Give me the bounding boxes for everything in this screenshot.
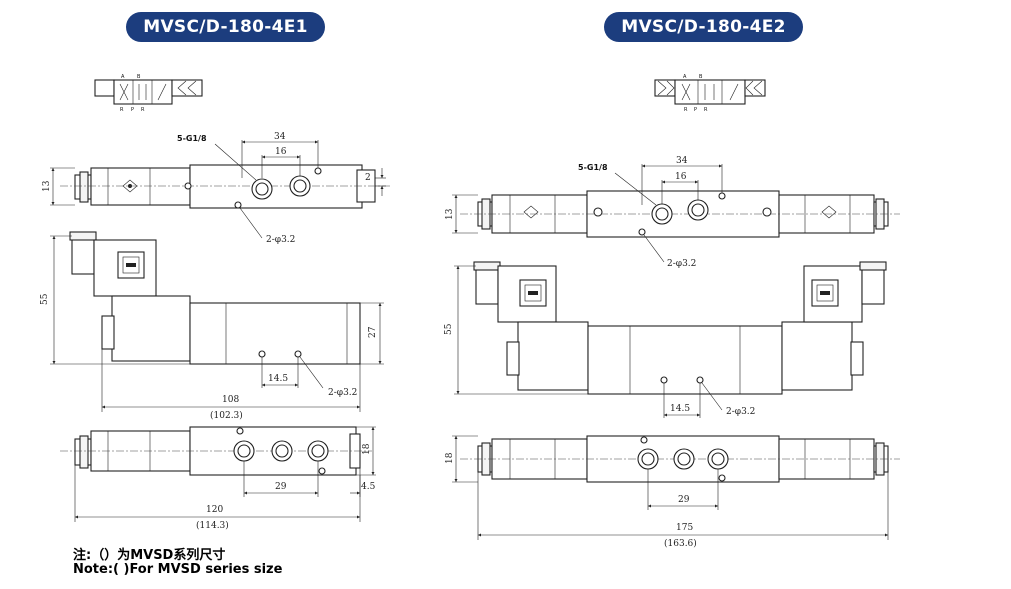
dim-4-5-left: 4.5 [361, 482, 376, 492]
dim-175-right: 175 [676, 523, 693, 533]
dim-34-right: 34 [676, 156, 688, 166]
bottom-view-left: 18 29 4.5 120 (114.3) [60, 426, 376, 531]
top-view-left: 34 16 5-G1/8 13 2 2-φ3.2 [42, 132, 390, 245]
front-view-left: 55 27 14.5 2-φ3.2 108 (102.3) [40, 231, 384, 421]
dim-14-5-left: 14.5 [268, 374, 288, 384]
dim-34-left: 34 [274, 132, 286, 142]
note-english: Note:( )For MVSD series size [73, 562, 283, 577]
symbol-port-b: B [137, 74, 141, 80]
dim-16-left: 16 [275, 147, 287, 157]
symbol-port-r1-right: R [684, 107, 688, 113]
dim-108-left: 108 [222, 395, 239, 405]
symbol-port-a-right: A [683, 74, 687, 80]
dim-55-right: 55 [444, 323, 454, 335]
dim-18-left: 18 [362, 443, 372, 455]
dim-18-right: 18 [445, 452, 455, 464]
dim-16-right: 16 [675, 172, 687, 182]
title-badge-right: MVSC/D-180-4E2 [604, 12, 803, 42]
symbol-port-a: A [121, 74, 125, 80]
symbol-port-r2-right: R [704, 107, 708, 113]
dim-27-left: 27 [368, 326, 378, 338]
title-badge-left: MVSC/D-180-4E1 [126, 12, 325, 42]
port-callout-right: 5-G1/8 [578, 163, 608, 172]
dim-13-right: 13 [445, 208, 455, 220]
symbol-port-p-right: P [694, 107, 697, 113]
dim-120-left: 120 [206, 505, 223, 515]
top-view-right: 34 16 5-G1/8 13 2-φ3.2 [445, 156, 900, 269]
dim-102-3-left: (102.3) [210, 410, 243, 421]
port-callout-left: 5-G1/8 [177, 134, 207, 143]
dim-14-5-right: 14.5 [670, 404, 690, 414]
holes-top-left: 2-φ3.2 [266, 235, 295, 245]
front-view-right: 55 14.5 2-φ3.2 [444, 261, 887, 418]
dim-55-left: 55 [40, 293, 50, 305]
note-chinese: 注:（）为MVSD系列尺寸 [73, 548, 226, 563]
dim-2-left: 2 [365, 173, 371, 183]
dim-29-left: 29 [275, 482, 287, 492]
holes-front-right: 2-φ3.2 [726, 407, 755, 417]
dim-163-6-right: (163.6) [664, 538, 697, 549]
holes-front-left: 2-φ3.2 [328, 388, 357, 398]
valve-symbol-left: A B R P R [94, 74, 203, 113]
symbol-port-b-right: B [699, 74, 703, 80]
holes-top-right: 2-φ3.2 [667, 259, 696, 269]
symbol-port-p: P [131, 107, 134, 113]
symbol-port-r2: R [141, 107, 145, 113]
symbol-port-r1: R [120, 107, 124, 113]
dim-29-right: 29 [678, 495, 690, 505]
valve-symbol-right: A B R P R [654, 74, 766, 113]
bottom-view-right: 18 29 175 (163.6) [445, 435, 900, 549]
dim-13-left: 13 [42, 180, 52, 192]
dim-114-3-left: (114.3) [196, 520, 229, 531]
